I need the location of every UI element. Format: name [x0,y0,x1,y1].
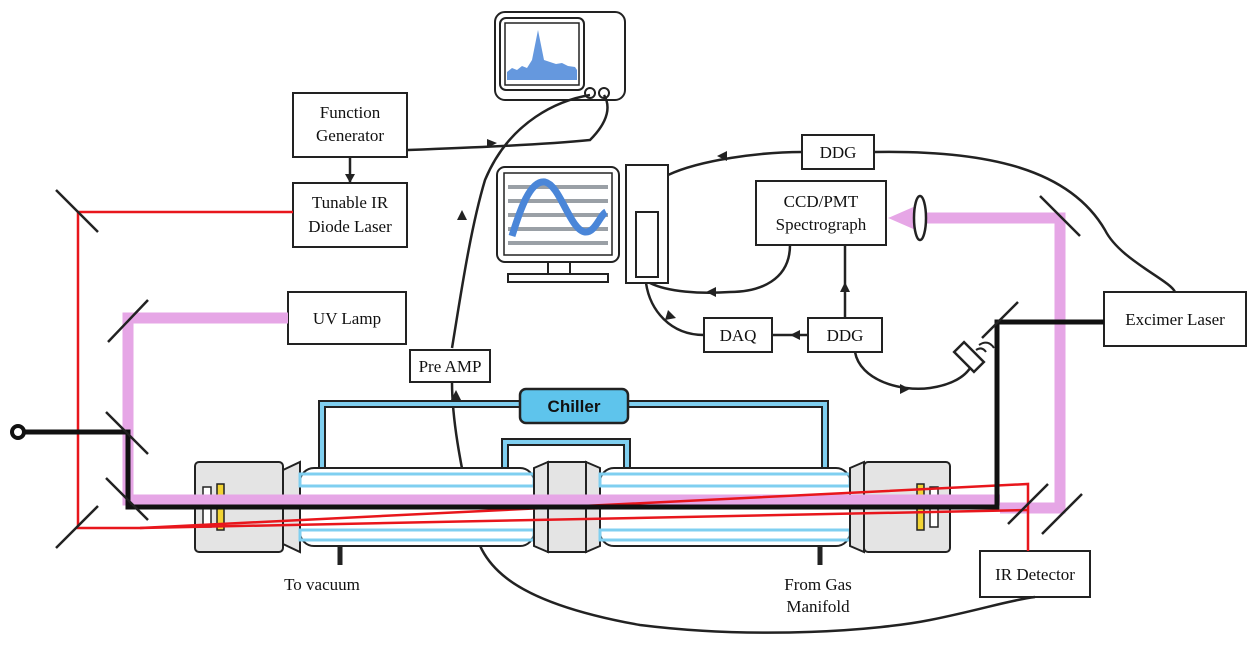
to-vacuum-label: To vacuum [284,575,360,594]
oscilloscope-trace [507,30,577,80]
beam-dump [10,424,26,440]
ir-detector: IR Detector [979,550,1091,598]
pre-amp: Pre AMP [409,349,491,383]
chiller: Chiller [518,387,630,425]
coolant-loop [318,400,829,565]
uv-lamp: UV Lamp [287,291,407,345]
uv-lamp-beam [122,312,1000,506]
function-generator-label-1: Function [320,103,381,122]
daq-label: DAQ [720,326,757,345]
function-generator: Function Generator [292,92,408,158]
from-gas-label-1: From Gas [784,575,852,594]
ddg-top: DDG [801,134,875,170]
excimer-laser: Excimer Laser [1103,291,1247,347]
daq: DAQ [703,317,773,353]
excimer-laser-label: Excimer Laser [1125,310,1225,329]
tunable-ir-label-2: Diode Laser [308,217,392,236]
pre-amp-label: Pre AMP [419,357,482,376]
computer [496,164,669,284]
ir-detector-label: IR Detector [995,565,1075,584]
ddg-bottom-label: DDG [827,326,864,345]
mirrors [55,189,1083,549]
ddg-top-label: DDG [820,143,857,162]
uv-lamp-label: UV Lamp [313,309,381,328]
tunable-ir-diode-laser: Tunable IR Diode Laser [292,182,408,248]
excimer-beam [10,319,1104,510]
computer-screen-plot [508,178,609,245]
spectrograph-label-2: Spectrograph [776,215,867,234]
scope-input-knob-2 [598,87,610,99]
wire-arrows [345,139,910,400]
spectrograph-label-1: CCD/PMT [784,192,859,211]
ir-beam [76,210,1030,551]
chiller-label: Chiller [548,397,601,416]
ccd-pmt-spectrograph: CCD/PMT Spectrograph [755,180,887,246]
photodiode-sensor [952,340,995,374]
oscilloscope [494,11,626,101]
ddg-bottom: DDG [807,317,883,353]
function-generator-label-2: Generator [316,126,384,145]
tunable-ir-label-1: Tunable IR [312,193,389,212]
uv-probe-beam [888,205,1066,514]
lens [912,194,928,242]
from-gas-label-2: Manifold [786,597,850,616]
